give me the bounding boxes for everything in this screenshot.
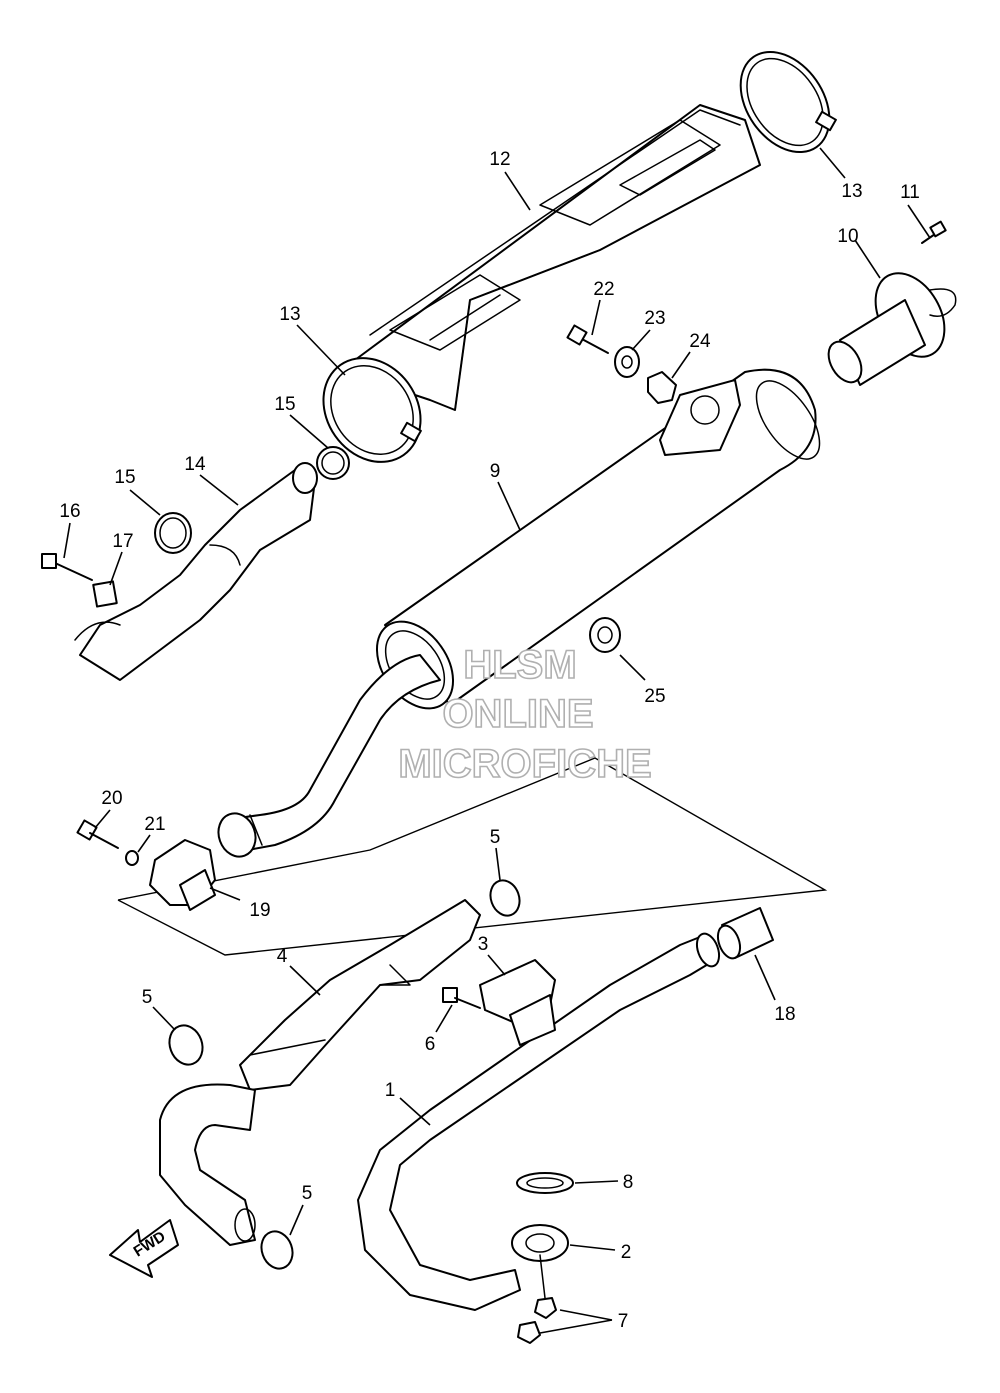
part-25-grommet xyxy=(589,617,621,653)
part-4-front-heat-protector xyxy=(239,899,481,1091)
callout-labels: 12 13 11 10 22 23 24 13 15 9 14 15 16 17… xyxy=(59,149,919,1332)
part-19-clamp xyxy=(149,839,216,911)
part-16-bolt xyxy=(41,553,93,581)
callout-22: 22 xyxy=(593,279,614,300)
part-13-clamp-band-lower xyxy=(322,357,422,463)
part-23-grommet xyxy=(614,346,640,378)
callout-20: 20 xyxy=(101,788,122,809)
callout-9: 9 xyxy=(490,461,501,482)
callout-5-lower: 5 xyxy=(302,1183,313,1204)
callout-11: 11 xyxy=(900,182,920,203)
callout-1: 1 xyxy=(385,1080,396,1101)
part-8-gasket xyxy=(516,1172,574,1194)
watermark: HLSM ONLINE MICROFICHE xyxy=(398,642,653,787)
part-5-clamp-left xyxy=(168,1024,204,1066)
callout-13-lower: 13 xyxy=(279,304,300,325)
callout-17: 17 xyxy=(112,531,133,552)
callout-2: 2 xyxy=(621,1242,632,1263)
callout-12: 12 xyxy=(489,149,510,170)
part-13-clamp-band-upper xyxy=(739,50,837,154)
part-10-tail-pipe xyxy=(827,272,957,386)
callout-8: 8 xyxy=(623,1172,634,1193)
part-14-connecting-pipe xyxy=(74,462,318,681)
assembly-boundary-line xyxy=(117,757,828,956)
leader-lines xyxy=(63,147,931,1334)
callout-4: 4 xyxy=(277,946,288,967)
part-6-bolt xyxy=(442,987,481,1009)
watermark-line1: HLSM xyxy=(463,643,576,687)
part-20-bolt xyxy=(76,819,119,849)
part-5-clamp-upper xyxy=(489,879,521,917)
part-7-nut-lower xyxy=(517,1321,541,1344)
callout-25: 25 xyxy=(644,686,665,707)
part-18-gasket xyxy=(716,907,774,960)
callout-7: 7 xyxy=(618,1311,629,1332)
callout-19: 19 xyxy=(249,900,270,921)
callout-14: 14 xyxy=(184,454,206,475)
part-12-heat-protector xyxy=(354,104,761,411)
callout-15-left: 15 xyxy=(114,467,135,488)
part-15-clamp-left xyxy=(154,512,192,554)
callout-3: 3 xyxy=(478,934,489,955)
callout-15-right: 15 xyxy=(274,394,295,415)
watermark-line2: ONLINE xyxy=(442,692,593,736)
callout-10: 10 xyxy=(837,226,858,247)
callout-16: 16 xyxy=(59,501,80,522)
callout-18: 18 xyxy=(774,1004,795,1025)
callout-21: 21 xyxy=(144,814,165,835)
fwd-arrow-icon: FWD xyxy=(109,1219,179,1278)
callout-5-upper: 5 xyxy=(490,827,501,848)
callout-6: 6 xyxy=(425,1034,436,1055)
callout-24: 24 xyxy=(689,331,711,352)
part-15-clamp-right xyxy=(316,446,350,480)
part-17-collar xyxy=(92,580,118,608)
callout-5-left: 5 xyxy=(142,987,153,1008)
part-3-bracket xyxy=(479,959,556,1046)
part-5-clamp-lower xyxy=(260,1230,294,1270)
callout-13-upper: 13 xyxy=(841,181,862,202)
part-7-nut-upper xyxy=(534,1297,557,1319)
part-1-exhaust-pipe xyxy=(159,932,721,1311)
part-22-bolt xyxy=(566,324,609,354)
part-9-muffler xyxy=(217,368,821,858)
callout-23: 23 xyxy=(644,308,665,329)
stud-line xyxy=(539,1254,546,1299)
watermark-line3: MICROFICHE xyxy=(398,742,651,786)
part-24-collar xyxy=(647,371,677,404)
part-21-washer xyxy=(125,850,139,866)
